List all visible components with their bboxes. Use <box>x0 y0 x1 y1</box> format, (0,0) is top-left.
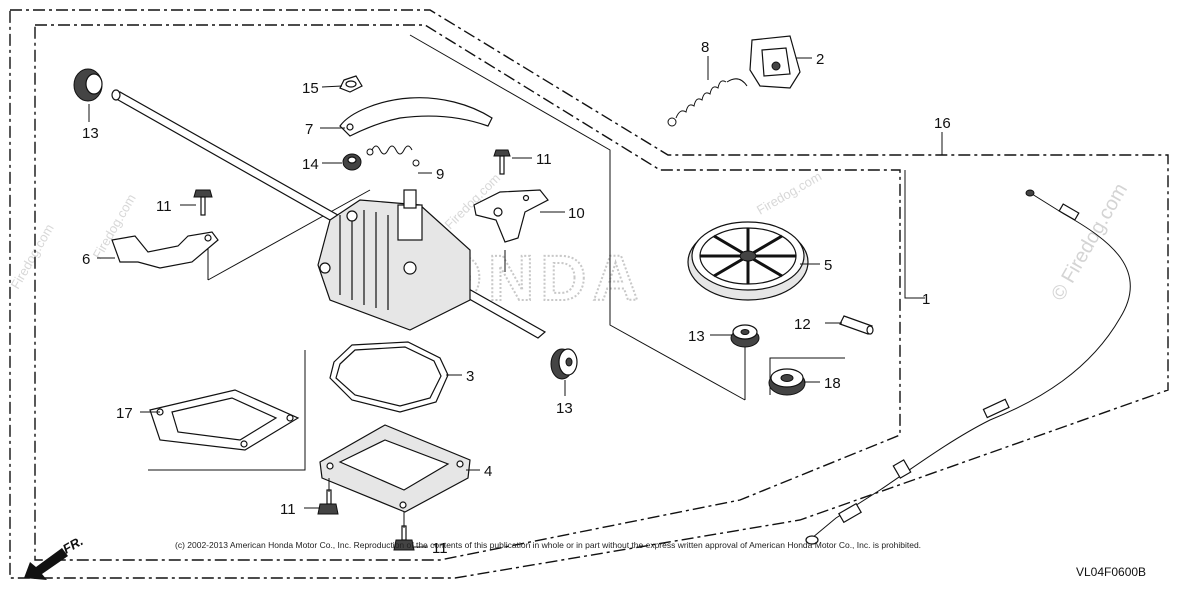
arm-7 <box>339 97 493 137</box>
bolt-11-upper <box>493 149 511 175</box>
transmission-housing <box>317 189 471 331</box>
callout-13-top-left: 13 <box>82 125 99 142</box>
cover-plate-17 <box>149 389 300 451</box>
callout-6: 6 <box>82 251 90 268</box>
callout-13-pulley: 13 <box>688 328 705 345</box>
pin-12 <box>839 315 874 335</box>
watermark-firedog-left: Firedog.com <box>8 221 57 291</box>
callout-1: 1 <box>922 291 930 308</box>
bracket-10 <box>473 189 549 243</box>
bolt-11-plate-left <box>317 489 339 515</box>
group-line-6 <box>207 189 371 281</box>
cable-16 <box>805 189 1131 545</box>
bearing-top-left <box>73 68 103 102</box>
bolt-11-left <box>193 189 213 216</box>
outer-boundary <box>9 9 1169 579</box>
collar-13-pulley <box>730 324 760 348</box>
callout-13-lower: 13 <box>556 400 573 417</box>
callout-9: 9 <box>436 166 444 183</box>
callout-11-upper: 11 <box>536 151 552 168</box>
leader-15 <box>321 85 343 88</box>
bolt-11-plate-bottom <box>393 525 415 551</box>
callout-3: 3 <box>466 368 474 385</box>
callout-8: 8 <box>701 39 709 56</box>
copyright-notice: (c) 2002-2013 American Honda Motor Co., … <box>175 540 921 550</box>
watermark-firedog-right: Firedog.com <box>754 168 824 217</box>
callout-16: 16 <box>934 115 951 132</box>
nut-15 <box>339 75 363 93</box>
callout-11-plate-bottom: 11 <box>432 540 448 557</box>
callout-2: 2 <box>816 51 824 68</box>
spring-9 <box>366 145 420 167</box>
callout-12: 12 <box>794 316 811 333</box>
callout-15: 15 <box>302 80 319 97</box>
front-direction-arrow: FR. <box>24 533 86 580</box>
callout-11-plate-left: 11 <box>280 501 296 518</box>
cover-2 <box>749 35 801 89</box>
watermark-copyright-firedog: © Firedog.com <box>1047 180 1132 305</box>
callout-18: 18 <box>824 375 841 392</box>
spring-8 <box>667 78 748 127</box>
figure-code: VL04F0600B <box>1076 565 1146 579</box>
collar-14 <box>342 153 362 171</box>
callout-17: 17 <box>116 405 133 422</box>
collar-13-lower <box>550 348 578 380</box>
inner-boundary <box>34 24 901 561</box>
callout-10: 10 <box>568 205 585 222</box>
callout-11-left: 11 <box>156 198 172 215</box>
group-line-top <box>409 34 746 401</box>
callout-7: 7 <box>305 121 313 138</box>
gasket-3 <box>329 341 449 413</box>
washer-18 <box>768 368 806 396</box>
group-line-17 <box>148 350 306 471</box>
callout-14: 14 <box>302 156 319 173</box>
group-line-1 <box>904 170 925 299</box>
callout-4: 4 <box>484 463 492 480</box>
plate-4 <box>319 424 471 513</box>
pulley-5 <box>687 221 809 301</box>
bracket-6 <box>111 231 219 269</box>
callout-5: 5 <box>824 257 832 274</box>
